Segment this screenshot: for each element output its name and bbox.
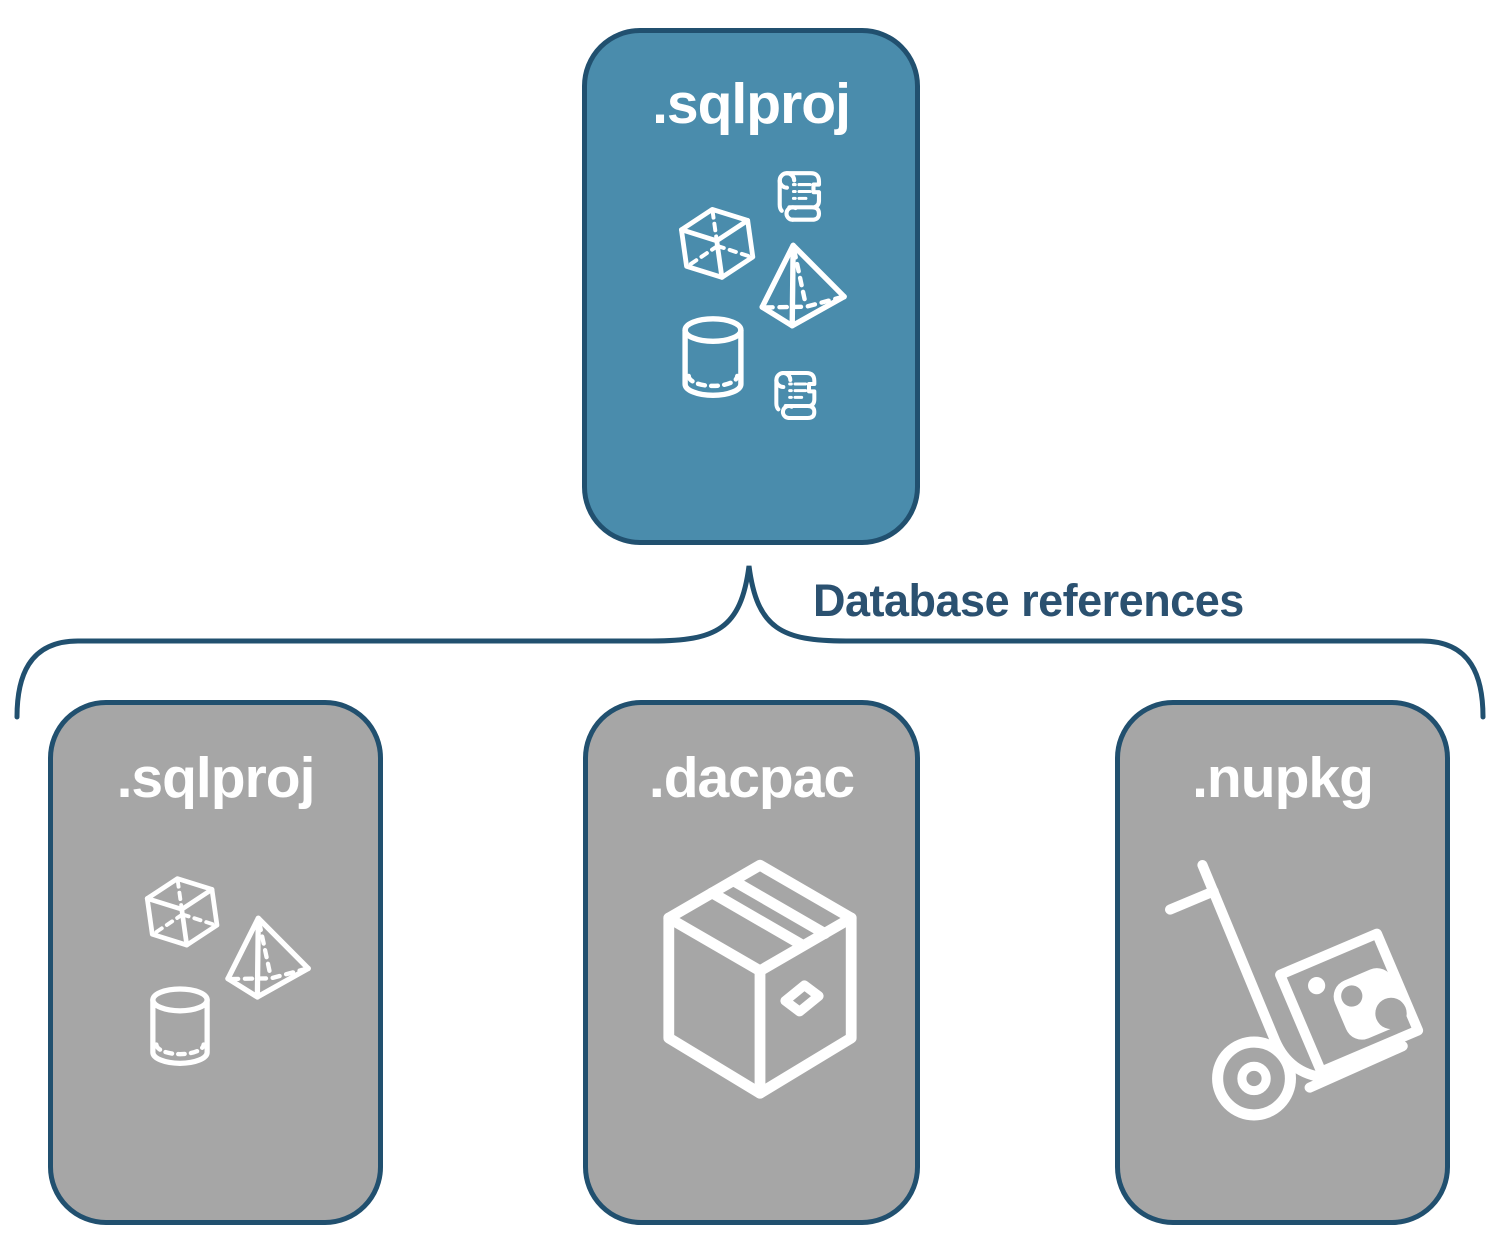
cylinder-icon [145,983,215,1071]
scroll-icon [768,165,830,229]
pyramid-icon [202,901,328,1017]
nuget-hand-truck-icon [1162,857,1430,1125]
package-box-icon [640,845,880,1123]
edge-label-database-references: Database references [813,575,1244,626]
cylinder-icon [677,311,749,405]
node-sqlproj-root-label: .sqlproj [652,72,851,136]
node-dacpac-label: .dacpac [648,746,855,810]
node-sqlproj-child-label: .sqlproj [116,746,316,810]
node-dacpac: .dacpac [583,700,920,1225]
scroll-icon [765,365,825,427]
pyramid-icon [736,228,864,347]
node-nupkg: .nupkg [1115,700,1450,1225]
node-sqlproj-child: .sqlproj [48,700,383,1225]
node-nupkg-label: .nupkg [1192,746,1374,810]
node-sqlproj-root: .sqlproj [582,28,920,545]
